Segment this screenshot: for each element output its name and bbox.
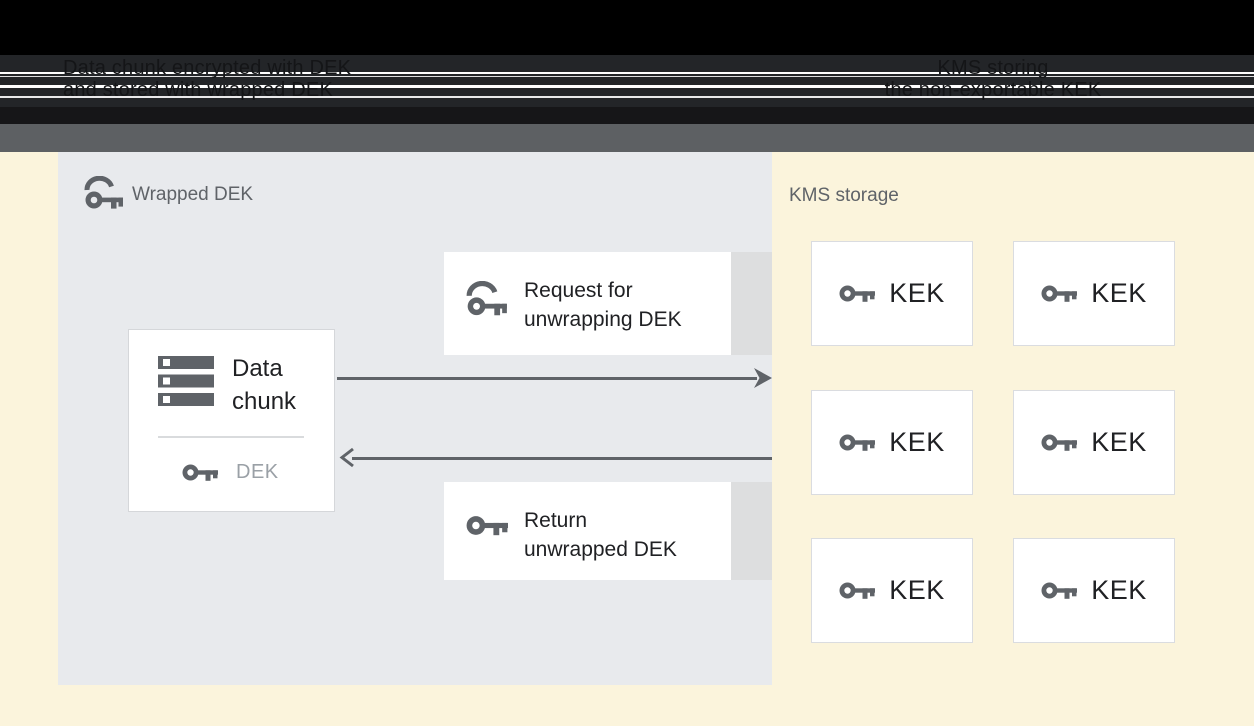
kek-label: KEK: [889, 575, 945, 605]
data-chunk-label: Data chunk: [232, 352, 296, 418]
kek-label: KEK: [889, 278, 945, 308]
header-caption-right: KMS storing the non-exportable KEK: [868, 57, 1118, 101]
wrapped-key-icon: [464, 281, 510, 319]
dek-label: DEK: [236, 461, 279, 483]
caption-line: Data chunk encrypted with DEK: [63, 57, 352, 79]
label-line: Return: [524, 509, 588, 532]
arrow-left-icon: [338, 447, 356, 468]
label-line: chunk: [232, 388, 297, 415]
kek-label: KEK: [1091, 427, 1147, 457]
request-arrow-line: [337, 376, 757, 380]
kek-box: KEK: [811, 538, 973, 643]
kms-storage-title: KMS storage: [789, 185, 899, 206]
key-icon: [839, 282, 876, 305]
caption-line: the non-exportable KEK: [884, 79, 1102, 101]
request-unwrap-label: Request for unwrapping DEK: [524, 276, 682, 334]
header-black-band: [0, 0, 1254, 55]
key-icon: [182, 461, 218, 484]
storage-stack-icon: [158, 356, 214, 406]
arrow-right-icon: [754, 368, 772, 388]
key-icon: [466, 512, 508, 539]
label-line: unwrapping DEK: [524, 308, 682, 331]
kek-label: KEK: [1091, 278, 1147, 308]
header-hairline: [0, 95, 1254, 98]
header-hairline: [0, 71, 1254, 74]
return-arrow-line: [352, 456, 772, 460]
return-unwrap-label: Return unwrapped DEK: [524, 506, 677, 564]
key-icon: [839, 579, 876, 602]
label-line: unwrapped DEK: [524, 538, 677, 561]
kek-box: KEK: [1013, 241, 1175, 346]
wrapped-dek-title: Wrapped DEK: [132, 184, 254, 205]
kek-box: KEK: [1013, 538, 1175, 643]
wrapped-key-icon: [82, 176, 126, 212]
header-hairline: [0, 85, 1254, 88]
header-darker-band: [0, 107, 1254, 124]
chunk-box-divider: [158, 436, 304, 438]
request-box-side-strip: [731, 252, 772, 355]
gray-toolbar-strip: [0, 124, 1254, 152]
label-line: Data: [232, 355, 283, 382]
request-unwrap-box: [444, 252, 731, 355]
header-hairline: [0, 75, 1254, 77]
label-line: Request for: [524, 279, 633, 302]
caption-line: and stored with wrapped DEK: [63, 79, 333, 101]
key-icon: [1041, 579, 1078, 602]
kek-label: KEK: [889, 427, 945, 457]
key-icon: [1041, 282, 1078, 305]
kek-box: KEK: [1013, 390, 1175, 495]
kek-label: KEK: [1091, 575, 1147, 605]
key-icon: [839, 431, 876, 454]
return-unwrap-box: [444, 482, 731, 580]
kek-box: KEK: [811, 390, 973, 495]
kek-box: KEK: [811, 241, 973, 346]
caption-line: KMS storing: [937, 57, 1049, 79]
return-box-side-strip: [731, 482, 772, 580]
header-caption-left: Data chunk encrypted with DEK and stored…: [63, 57, 351, 101]
key-icon: [1041, 431, 1078, 454]
